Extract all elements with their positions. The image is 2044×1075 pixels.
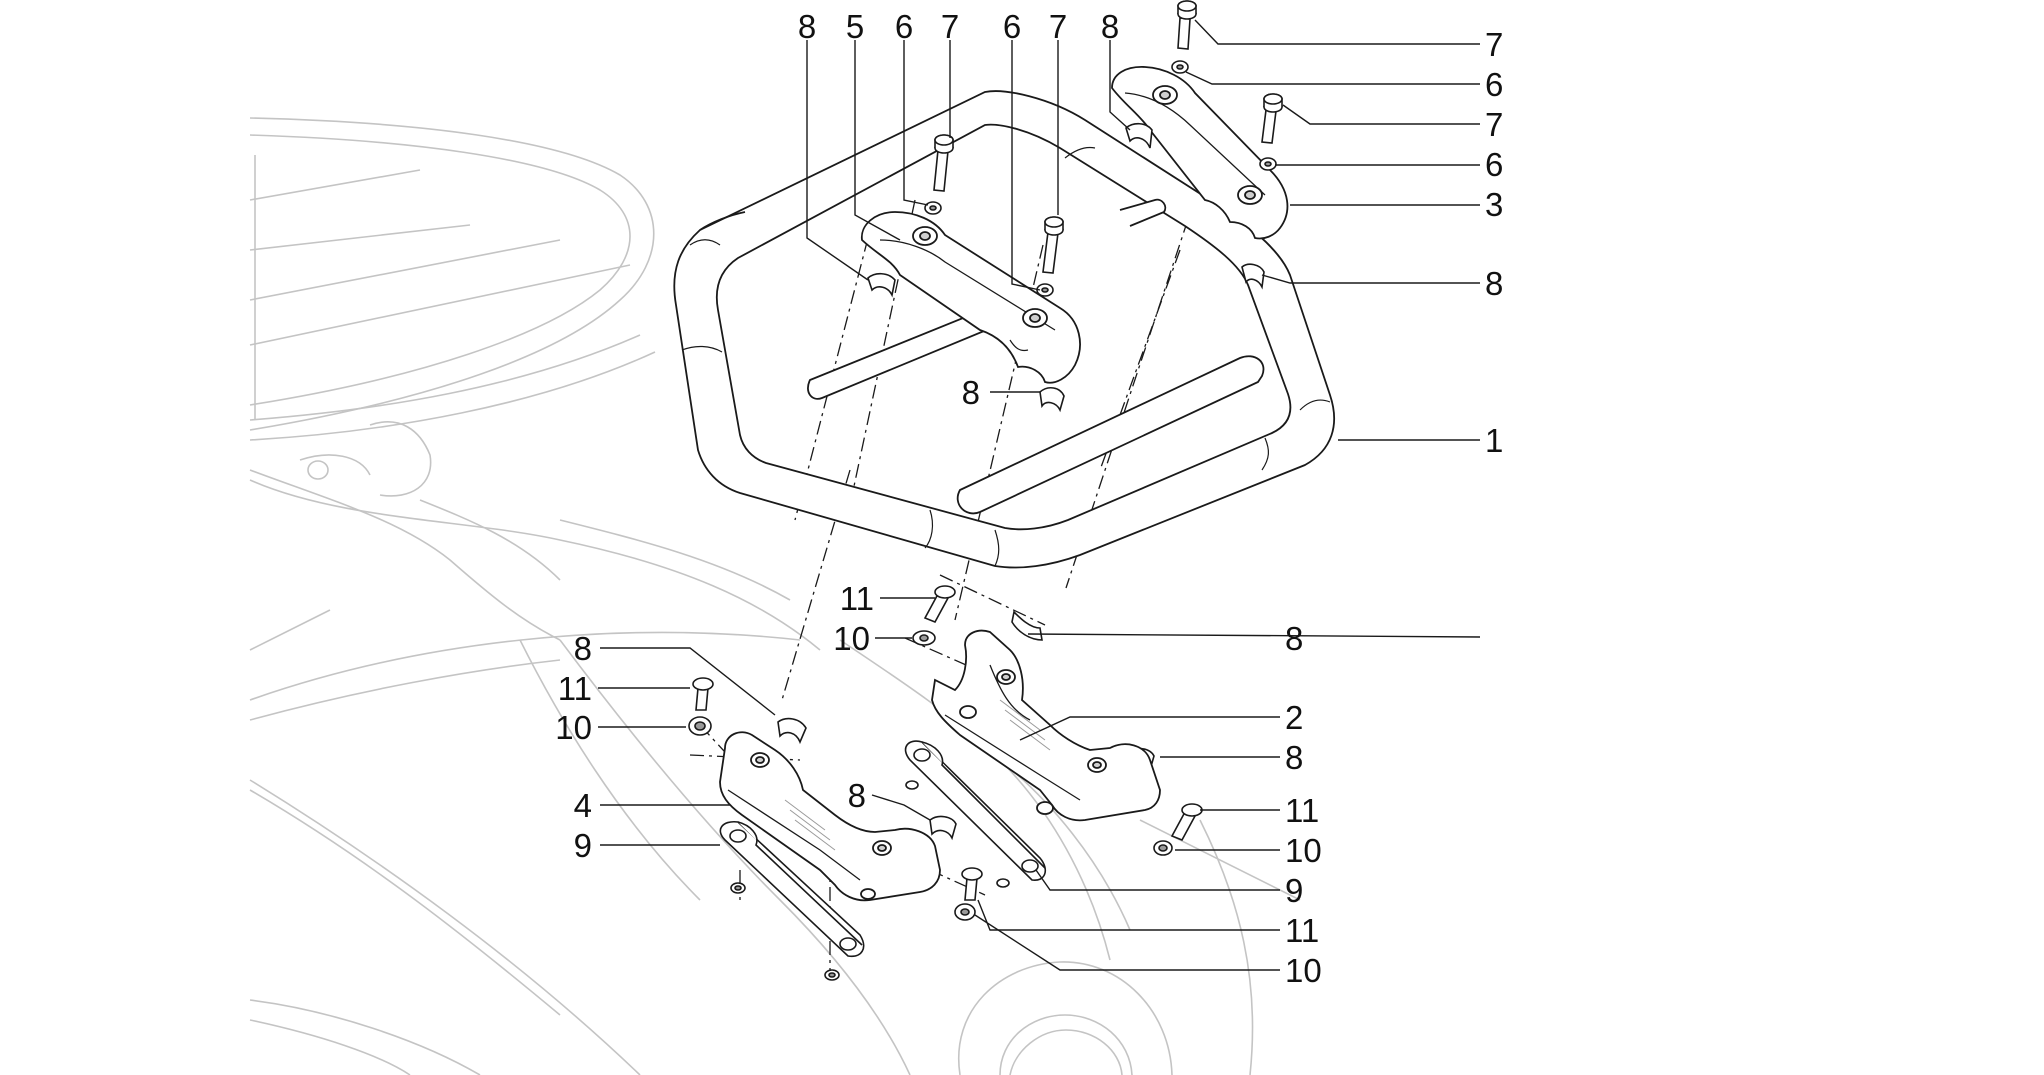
shim-8f bbox=[777, 717, 807, 745]
callout-5: 5 bbox=[846, 8, 864, 45]
washer-parts bbox=[688, 60, 1277, 921]
callout-7: 7 bbox=[941, 8, 959, 45]
callout-11: 11 bbox=[840, 580, 874, 617]
callout-7: 7 bbox=[1485, 26, 1503, 63]
shim-8b bbox=[1125, 122, 1153, 149]
callout-11: 11 bbox=[1285, 792, 1319, 829]
callout-11: 11 bbox=[558, 670, 592, 707]
washer-10a bbox=[912, 630, 936, 646]
mounting-bracket-4 bbox=[719, 731, 941, 902]
gasket-9a bbox=[904, 740, 1047, 881]
callout-1: 1 bbox=[1485, 422, 1503, 459]
callout-6: 6 bbox=[1485, 146, 1503, 183]
shim-8c bbox=[1241, 263, 1265, 290]
bolt-7c bbox=[1177, 0, 1197, 50]
callout-2: 2 bbox=[1285, 699, 1303, 736]
shim-8e bbox=[1011, 610, 1043, 641]
bolt-11d bbox=[961, 867, 983, 901]
bolt-11c bbox=[1170, 803, 1203, 842]
nut-b bbox=[824, 969, 840, 981]
callout-8: 8 bbox=[848, 777, 866, 814]
callout-8: 8 bbox=[574, 630, 592, 667]
callout-10: 10 bbox=[1285, 832, 1322, 869]
washer-6d bbox=[1259, 157, 1277, 171]
callout-6: 6 bbox=[1003, 8, 1021, 45]
shim-8h bbox=[929, 815, 957, 841]
callout-numbers: 8 5 6 7 6 7 8 7 6 7 6 3 8 8 1 11 10 8 8 … bbox=[555, 8, 1503, 989]
bolt-7b bbox=[1042, 216, 1064, 274]
nut-a bbox=[730, 882, 746, 894]
gasket-9b bbox=[719, 820, 865, 958]
nut-d bbox=[996, 878, 1010, 888]
callout-8: 8 bbox=[1485, 265, 1503, 302]
callout-8: 8 bbox=[1285, 739, 1303, 776]
shim-8a bbox=[867, 272, 896, 298]
callout-leader-lines bbox=[598, 19, 1481, 971]
mounting-bracket-2 bbox=[931, 629, 1161, 822]
bolt-7a bbox=[933, 134, 954, 192]
gasket-parts bbox=[719, 740, 1047, 981]
washer-6b bbox=[1036, 283, 1054, 297]
bolt-11b bbox=[692, 677, 714, 711]
washer-6c bbox=[1171, 60, 1189, 74]
callout-3: 3 bbox=[1485, 186, 1503, 223]
callout-10: 10 bbox=[1285, 952, 1322, 989]
callout-7: 7 bbox=[1485, 106, 1503, 143]
callout-8: 8 bbox=[798, 8, 816, 45]
rack-clamp-bracket-3 bbox=[1111, 66, 1289, 240]
bolt-7d bbox=[1261, 93, 1283, 144]
callout-6: 6 bbox=[895, 8, 913, 45]
bolt-11a bbox=[923, 585, 956, 624]
callout-10: 10 bbox=[833, 620, 870, 657]
callout-8: 8 bbox=[962, 374, 980, 411]
washer-6a bbox=[924, 201, 942, 215]
washer-10b bbox=[688, 716, 712, 736]
callout-9: 9 bbox=[1285, 872, 1303, 909]
rack-clamp-bracket-5 bbox=[861, 211, 1081, 384]
callout-10: 10 bbox=[555, 709, 592, 746]
scooter-body-outline bbox=[249, 117, 1301, 1075]
callout-8: 8 bbox=[1101, 8, 1119, 45]
callout-9: 9 bbox=[574, 827, 592, 864]
nut-c bbox=[905, 780, 919, 790]
callout-7: 7 bbox=[1049, 8, 1067, 45]
washer-10c bbox=[1153, 840, 1173, 856]
shim-8d bbox=[1039, 387, 1065, 413]
callout-6: 6 bbox=[1485, 66, 1503, 103]
callout-8: 8 bbox=[1285, 620, 1303, 657]
bolt-parts bbox=[692, 0, 1283, 901]
washer-10d bbox=[954, 903, 976, 921]
callout-4: 4 bbox=[574, 787, 592, 824]
callout-11: 11 bbox=[1285, 912, 1319, 949]
